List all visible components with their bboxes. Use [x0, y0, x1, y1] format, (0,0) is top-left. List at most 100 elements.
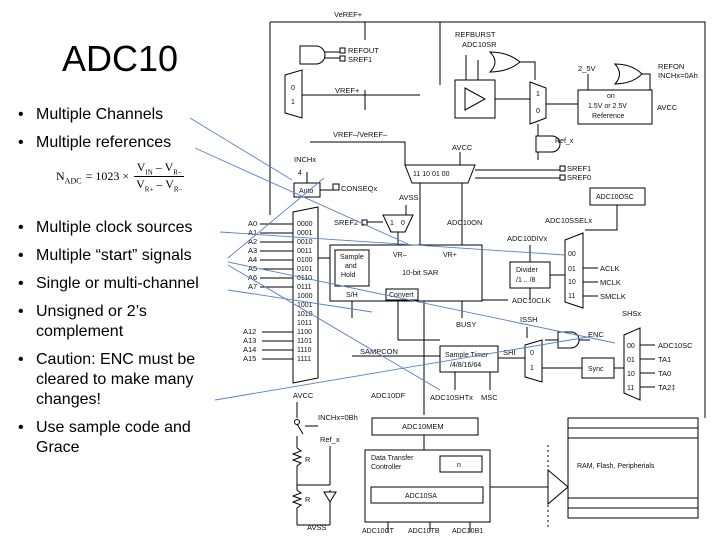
svg-text:A7: A7	[248, 282, 257, 291]
formula-denominator: VR+ – VR–	[136, 177, 183, 194]
svg-text:0000: 0000	[297, 221, 313, 228]
shi-label: SHI	[503, 348, 516, 357]
ref-x-gate	[535, 135, 561, 153]
inchx-0bh-label: INCHx=0Bh	[318, 413, 358, 422]
svg-text:0: 0	[536, 108, 540, 115]
svg-text:1100: 1100	[297, 329, 312, 336]
adc10df-label: ADC10DF	[371, 391, 406, 400]
bullet-item: Single or multi-channel	[14, 274, 234, 294]
svg-text:A12: A12	[243, 327, 256, 336]
vr-minus-label: VR–	[393, 252, 407, 259]
svg-text:Sample: Sample	[340, 254, 364, 261]
svg-text:A6: A6	[248, 273, 257, 282]
refon-or-gate	[613, 63, 643, 85]
clock-divider-box	[509, 261, 551, 289]
veref-plus-label: VeREF+	[334, 10, 363, 19]
svg-text:A14: A14	[243, 345, 256, 354]
svg-text:Data Transfer: Data Transfer	[371, 455, 414, 462]
svg-text:0: 0	[291, 85, 295, 92]
adc10sr-label: ADC10SR	[462, 40, 497, 49]
refout-and-gate	[299, 45, 326, 65]
svg-text:/4/8/16/64: /4/8/16/64	[450, 362, 481, 369]
sensor-diode	[323, 491, 337, 503]
svg-text:1: 1	[530, 365, 534, 372]
ref-x-label: Ref_x	[555, 138, 574, 145]
svg-text:A4: A4	[248, 255, 257, 264]
formula-eq: = 1023 ×	[85, 169, 130, 184]
bullet-list: Multiple Channels Multiple references Mu…	[14, 105, 234, 458]
sref2-label: SREF2	[334, 218, 358, 227]
sensor-avss-label: AVSS	[307, 523, 326, 532]
sh-label: S/H	[346, 292, 358, 299]
svg-text:ADC10OSC: ADC10OSC	[596, 194, 634, 201]
sref1-top-label: SREF1	[348, 55, 372, 64]
svg-text:0010: 0010	[297, 239, 313, 246]
inchx-0ah-label: INCHx=0Ah	[658, 71, 698, 80]
reference-select-mux	[404, 164, 476, 184]
enc-label: ENC	[588, 330, 604, 339]
issh-label: ISSH	[520, 315, 538, 324]
svg-text:1010: 1010	[297, 311, 313, 318]
sref0-label: SREF0	[567, 173, 591, 182]
sref1-label: SREF1	[567, 164, 591, 173]
svg-text:11: 11	[627, 385, 634, 392]
sar-label: 10-bit SAR	[402, 268, 439, 277]
svg-text:A0: A0	[248, 219, 257, 228]
resistor-r1-label: R	[305, 455, 311, 464]
svg-text:1.5V or 2.5V: 1.5V or 2.5V	[588, 103, 627, 110]
msc-label: MSC	[481, 393, 498, 402]
svg-text:n: n	[457, 462, 461, 469]
svg-text:01: 01	[627, 357, 635, 364]
smclk-label: SMCLK	[600, 292, 626, 301]
svg-text:1000: 1000	[297, 293, 313, 300]
aclk-label: ACLK	[600, 264, 620, 273]
svg-text:00: 00	[568, 251, 576, 258]
sensor-ref-x-label: Ref_x	[320, 435, 340, 444]
svg-text:10: 10	[568, 279, 576, 286]
bullet-item: Use sample code and Grace	[14, 418, 234, 458]
refburst-or-gate	[488, 51, 521, 73]
svg-text:10: 10	[627, 371, 635, 378]
adc10b1-label: ADC10B1	[452, 528, 483, 535]
sh-source-mux	[623, 327, 641, 401]
convert-box	[385, 288, 419, 301]
svg-text:and: and	[345, 263, 357, 270]
callout-lines	[189, 117, 616, 401]
svg-text:1110: 1110	[297, 347, 312, 354]
svg-text:0001: 0001	[297, 230, 313, 237]
busy-label: BUSY	[456, 320, 476, 329]
svg-text:1101: 1101	[297, 338, 312, 345]
sample-timer-box	[439, 345, 499, 373]
slide-title: ADC10	[62, 38, 179, 79]
vr-plus-label: VR+	[443, 252, 457, 259]
adc10shtx-label: ADC10SHTx	[430, 393, 473, 402]
sensor-avcc-label: AVCC	[293, 391, 314, 400]
svg-text:ADC10MEM: ADC10MEM	[402, 422, 444, 431]
bullet-item: Multiple clock sources	[14, 218, 234, 238]
avss-label: AVSS	[399, 193, 418, 202]
svg-text:Hold: Hold	[341, 272, 356, 279]
refburst-label: REFBURST	[455, 30, 496, 39]
sample-hold-box	[334, 249, 370, 287]
adc10sa-box	[370, 486, 484, 504]
formula-lhs: NADC	[56, 168, 82, 186]
formula-numerator: VIN – VR–	[133, 160, 185, 178]
adc10on-label: ADC10ON	[447, 218, 482, 227]
bullet-item: Multiple references	[14, 133, 234, 153]
svg-text:Divider: Divider	[516, 267, 538, 274]
ta0-label: TA0	[658, 369, 671, 378]
svg-text:Reference: Reference	[592, 113, 624, 120]
svg-text:1: 1	[536, 91, 540, 98]
refon-label: REFON	[658, 62, 684, 71]
resistor-r2-label: R	[305, 495, 311, 504]
bullet-item: Multiple “start” signals	[14, 246, 234, 266]
svg-text:1011: 1011	[297, 320, 312, 327]
vref-plus-label: VREF+	[335, 86, 360, 95]
svg-text:1: 1	[390, 220, 394, 227]
svg-text:0011: 0011	[297, 248, 312, 255]
inchx-label: INCHx	[294, 155, 316, 164]
sampcon-label: SAMPCON	[360, 347, 398, 356]
adc10tb-label: ADC10TB	[408, 528, 440, 535]
bullet-item: Unsigned or 2’s complement	[14, 302, 234, 342]
